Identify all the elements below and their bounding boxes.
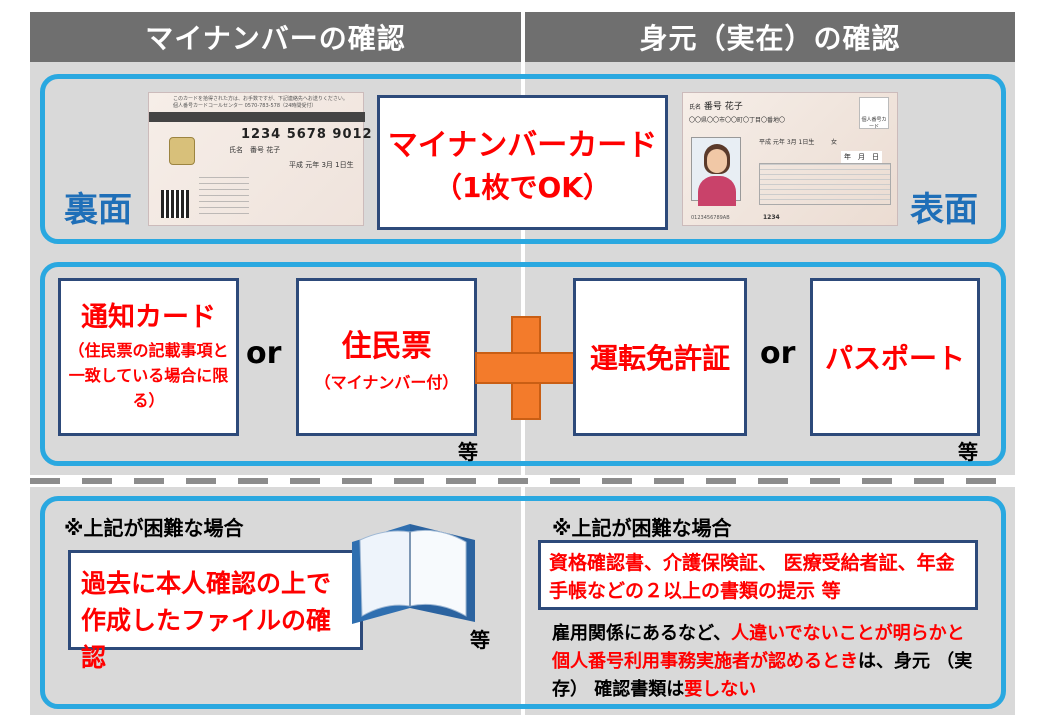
or-label-1: or (246, 336, 282, 371)
card-front-sex: 女 (831, 139, 838, 146)
card-badge-icon: 個人番号カード (859, 97, 889, 130)
past-file-check-box: 過去に本人確認の上で作成したファイルの確認 (68, 550, 363, 672)
alternative-methods-panel (40, 496, 1006, 709)
resident-record-box: 住民票 （マイナンバー付） (296, 278, 477, 436)
header-mynumber-check: マイナンバーの確認 (30, 12, 521, 62)
drivers-license-label: 運転免許証 (589, 342, 730, 375)
exemption-text-c: は、身元 （実存） 確認書類は (552, 651, 973, 700)
ic-chip-icon (169, 137, 195, 165)
etc-label-1: 等 (458, 440, 478, 464)
card-back-image: このカードを拾得された方は、お手数ですが、下記連絡先へお送りください。 個人番号… (148, 92, 372, 226)
card-front-code: 1234 (763, 214, 780, 221)
passport-box: パスポート (810, 278, 980, 436)
notice-card-box: 通知カード （住民票の記載事項と一致している場合に限る） (58, 278, 239, 436)
qr-code-icon (161, 190, 189, 218)
notice-card-note: （住民票の記載事項と一致している場合に限る） (68, 341, 229, 410)
mynumber-card-panel (40, 74, 1006, 244)
past-file-check-text: 過去に本人確認の上で作成したファイルの確認 (81, 569, 332, 672)
card-front-image: 氏名 番号 花子 〇〇県〇〇市〇〇町〇丁目〇番地〇 平成 元年 3月 1日生 女… (682, 92, 898, 226)
card-front-address: 〇〇県〇〇市〇〇町〇丁目〇番地〇 (689, 117, 786, 124)
resident-record-title: 住民票 (341, 329, 432, 364)
front-side-label: 表面 (910, 190, 978, 230)
card-back-name: 氏名 番号 花子 (229, 146, 281, 154)
open-book-icon (352, 524, 475, 624)
card-front-name: 氏名 番号 花子 (689, 102, 743, 112)
exemption-text-d: 要しない (684, 679, 757, 700)
exemption-text-b: 人違いでないことが明らかと個人番号利用事務実施者が認めるとき (552, 623, 965, 672)
identity-documents-panel (40, 262, 1006, 466)
card-number: 1234 5678 9012 (241, 127, 373, 142)
mynumber-card-title: マイナンバーカード (387, 127, 658, 163)
card-front-birth: 平成 元年 3月 1日生 (759, 139, 815, 146)
right-difficult-note: ※上記が困難な場合 (552, 516, 732, 540)
left-difficult-note: ※上記が困難な場合 (64, 516, 244, 540)
exemption-text-a: 雇用関係にあるなど、 (552, 623, 732, 644)
etc-label-2: 等 (958, 440, 978, 464)
mynumber-card-subtitle: （1枚でOK） (434, 170, 611, 204)
other-documents-box: 資格確認書、介護保険証、 医療受給者証、年金手帳などの２以上の書類の提示 等 (538, 540, 978, 610)
other-documents-text: 資格確認書、介護保険証、 医療受給者証、年金手帳などの２以上の書類の提示 等 (549, 552, 955, 602)
card-front-signature-area (759, 163, 891, 205)
portrait-photo (691, 137, 741, 206)
card-front-serial: 0123456789AB (691, 215, 730, 221)
mynumber-card-box: マイナンバーカード （1枚でOK） (377, 95, 668, 230)
card-front-expiry: 年 月 日 (841, 151, 882, 163)
header-identity-check: 身元（実在）の確認 (525, 12, 1015, 62)
exemption-paragraph: 雇用関係にあるなど、人違いでないことが明らかと個人番号利用事務実施者が認めるとき… (552, 620, 982, 704)
card-back-birth: 平成 元年 3月 1日生 (289, 161, 354, 169)
resident-record-subtitle: （マイナンバー付） (314, 373, 459, 392)
etc-label-3: 等 (470, 628, 490, 652)
or-label-2: or (760, 336, 796, 371)
notice-card-title: 通知カード (81, 302, 216, 333)
magnetic-strip (149, 112, 365, 122)
passport-label: パスポート (824, 342, 965, 375)
card-back-lines (199, 177, 249, 217)
back-side-label: 裏面 (64, 190, 132, 230)
drivers-license-box: 運転免許証 (573, 278, 747, 436)
card-back-notice: このカードを拾得された方は、お手数ですが、下記連絡先へお送りください。 個人番号… (173, 96, 348, 109)
